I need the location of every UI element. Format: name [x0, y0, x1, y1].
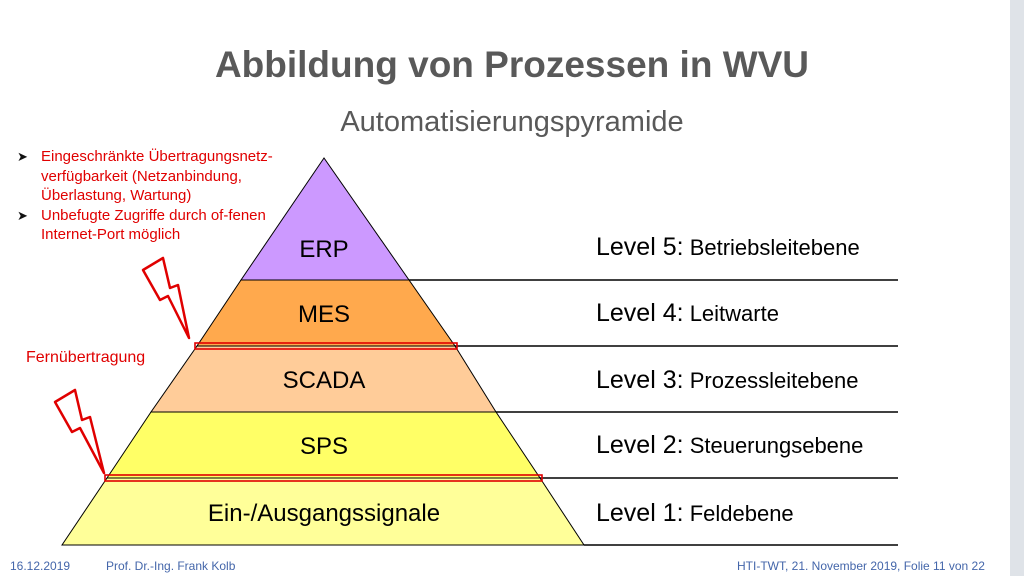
risk-list: ➤ Eingeschränkte Übertragungsnetz-verfüg… — [17, 147, 317, 245]
remote-link-band — [194, 342, 458, 350]
level-row-2: Level 2: Steuerungsebene — [596, 431, 863, 460]
layer-label: SPS — [300, 433, 348, 460]
level-key: Level 2: — [596, 431, 684, 459]
risk-text: Eingeschränkte Übertragungsnetz-verfügba… — [41, 148, 273, 204]
level-row-1: Level 1: Feldebene — [596, 499, 794, 528]
page-subtitle: Automatisierungspyramide — [340, 106, 684, 138]
risk-item: ➤ Eingeschränkte Übertragungsnetz-verfüg… — [17, 147, 317, 206]
layer-label: ERP — [299, 236, 348, 263]
remote-link-band — [104, 474, 543, 482]
level-key: Level 4: — [596, 299, 684, 327]
remote-transmission-label: Fernübertragung — [26, 349, 146, 366]
level-name: Leitwarte — [689, 301, 779, 326]
arrow-bullet-icon: ➤ — [17, 207, 28, 223]
pyramid-layer-io — [61, 477, 585, 546]
risk-text: Unbefugte Zugriffe durch of-fenen Intern… — [41, 206, 266, 244]
page-title: Abbildung von Prozessen in WVU — [214, 44, 810, 85]
level-row-3: Level 3: Prozessleitebene — [596, 366, 858, 395]
level-row-4: Level 4: Leitwarte — [596, 299, 779, 328]
level-name: Betriebsleitebene — [689, 235, 860, 260]
level-name: Steuerungsebene — [689, 433, 864, 458]
layer-label: SCADA — [283, 367, 366, 394]
layer-label: Ein-/Ausgangssignale — [208, 500, 440, 527]
level-row-5: Level 5: Betriebsleitebene — [596, 233, 860, 262]
level-name: Feldebene — [689, 501, 794, 526]
lightning-icon — [53, 388, 106, 475]
arrow-bullet-icon: ➤ — [17, 149, 28, 164]
level-key: Level 1: — [596, 499, 684, 527]
level-key: Level 5: — [596, 233, 684, 261]
lightning-icon — [141, 256, 191, 340]
risk-item: ➤ Unbefugte Zugriffe durch of-fenen Inte… — [17, 206, 317, 245]
level-name: Prozessleitebene — [689, 368, 859, 393]
footer-date: 16.12.2019 — [10, 559, 71, 573]
right-edge-bar — [1010, 0, 1024, 576]
footer-slide-info: HTI-TWT, 21. November 2019, Folie 11 von… — [737, 559, 985, 573]
layer-label: MES — [298, 301, 350, 328]
footer-author: Prof. Dr.-Ing. Frank Kolb — [106, 559, 236, 573]
level-key: Level 3: — [596, 366, 684, 394]
